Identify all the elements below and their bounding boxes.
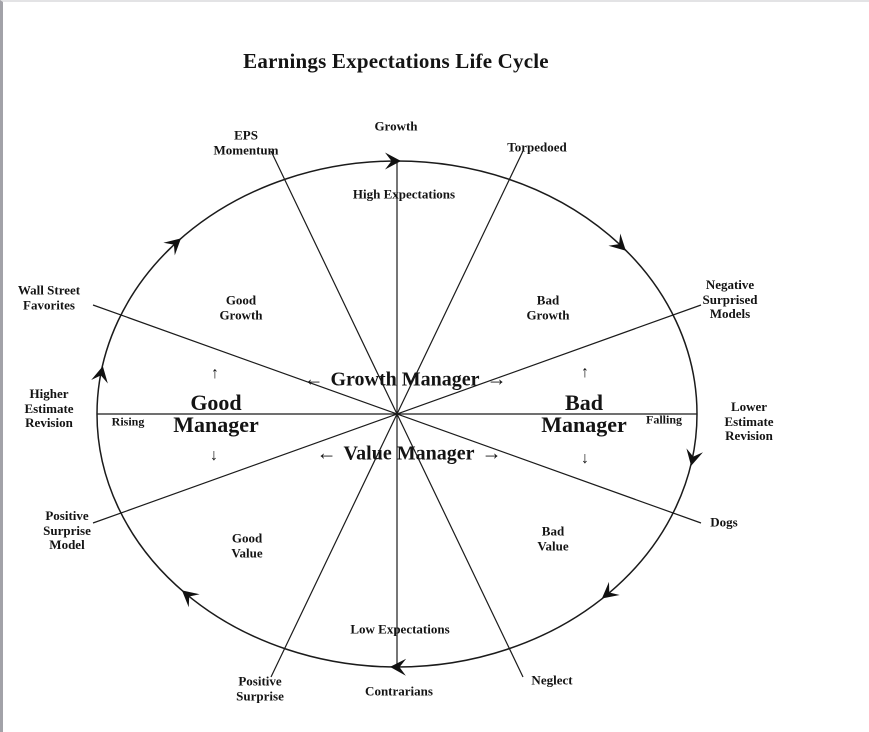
label-bad-manager: Bad Manager [541,390,627,437]
label-eps-momentum: EPS Momentum [213,127,279,157]
right-arrow-icon: → [486,368,507,391]
cycle-arrow-icon [163,238,181,256]
up-arrow-icon: ↑ [211,365,219,382]
down-arrow-icon: ↓ [210,447,218,464]
up-arrow-icon: ↑ [581,364,589,381]
label-growth-manager: Growth Manager [330,368,480,391]
label-rising: Rising [111,414,145,429]
right-arrow-icon: → [481,442,502,465]
label-good-growth: Good Growth [219,292,263,322]
label-higher-estimate-revision: Higher Estimate Revision [24,386,74,431]
cycle-arrow-icon [390,658,407,676]
diagram-title: Earnings Expectations Life Cycle [243,49,549,74]
cycle-arrow-icon [181,590,200,608]
label-contrarians: Contrarians [365,683,433,699]
label-torpedoed: Torpedoed [507,139,567,155]
label-low-expectations: Low Expectations [350,621,450,637]
cycle-arrow-icon [686,448,703,466]
left-arrow-icon: ← [316,442,337,465]
label-high-expectations: High Expectations [352,186,456,202]
label-growth-manager-row: ← Growth Manager → [303,369,506,392]
label-good-manager: Good Manager [173,390,259,437]
label-positive-surprise: Positive Surprise [236,673,284,703]
cycle-arrow-icon [91,366,108,384]
label-negative-surprised-models: Negative Surprised Models [702,277,758,322]
label-growth: Growth [374,118,418,134]
spoke-eps-neglect [270,150,524,678]
label-good-value: Good Value [231,530,263,560]
life-cycle-ellipse-graphic [91,150,703,678]
label-positive-surprise-model: Positive Surprise Model [43,508,91,553]
label-wall-street-favorites: Wall Street Favorites [17,282,81,312]
label-dogs: Dogs [710,514,738,530]
cycle-arrow-icon [608,233,626,251]
left-arrow-icon: ← [303,368,324,391]
down-arrow-icon: ↓ [581,450,589,467]
label-falling: Falling [645,412,683,427]
label-value-manager-row: ← Value Manager → [317,443,502,466]
label-neglect: Neglect [531,672,573,688]
label-lower-estimate-revision: Lower Estimate Revision [724,399,774,444]
label-bad-value: Bad Value [537,523,569,553]
label-value-manager: Value Manager [343,442,475,465]
label-bad-growth: Bad Growth [526,292,570,322]
cycle-arrow-icon [385,152,401,170]
cycle-arrow-icon [601,581,620,599]
